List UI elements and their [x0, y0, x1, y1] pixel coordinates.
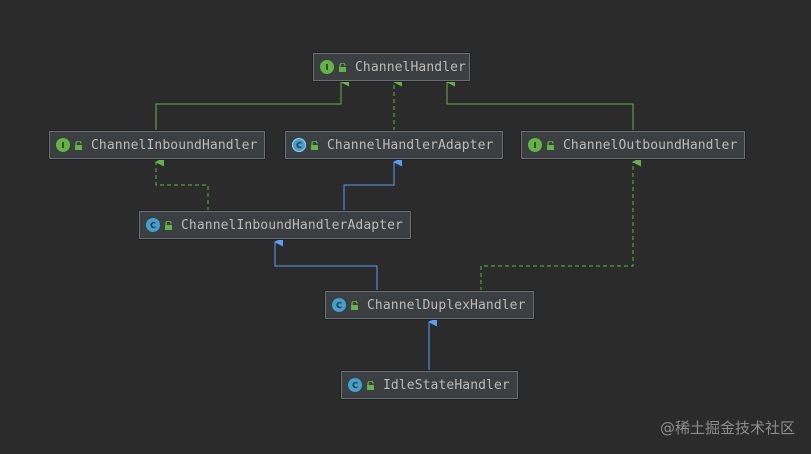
- node-label: ChannelOutboundHandler: [563, 137, 738, 153]
- watermark: @稀土掘金技术社区: [659, 419, 795, 437]
- abstract-class-icon: C: [292, 138, 306, 152]
- node-channel-inbound-handler[interactable]: I ChannelInboundHandler: [49, 131, 265, 159]
- lock-icon: [367, 380, 374, 390]
- lock-icon: [351, 300, 358, 310]
- lock-icon: [339, 62, 346, 72]
- node-label: ChannelInboundHandler: [91, 137, 258, 153]
- lock-icon: [75, 140, 82, 150]
- interface-icon: I: [528, 138, 542, 152]
- edge-duplex-to-outbound: [480, 157, 642, 291]
- class-icon: C: [146, 218, 160, 232]
- node-channel-handler-adapter[interactable]: C ChannelHandlerAdapter: [285, 131, 503, 159]
- edge-inbound-adapter-to-inbound: [155, 157, 209, 211]
- edge-duplex-to-inbound-adapter: [274, 237, 378, 291]
- lock-icon: [165, 220, 172, 230]
- edge-outbound-to-handler: [446, 77, 634, 131]
- interface-icon: I: [56, 138, 70, 152]
- class-icon: C: [348, 378, 362, 392]
- node-label: ChannelInboundHandlerAdapter: [181, 217, 403, 233]
- node-channel-inbound-handler-adapter[interactable]: C ChannelInboundHandlerAdapter: [139, 211, 411, 239]
- node-idle-state-handler[interactable]: C IdleStateHandler: [341, 371, 518, 399]
- lock-icon: [547, 140, 554, 150]
- node-label: ChannelDuplexHandler: [367, 297, 526, 313]
- node-channel-handler[interactable]: I ChannelHandler: [313, 53, 470, 81]
- edge-inbound-adapter-to-adapter: [343, 157, 403, 211]
- node-channel-outbound-handler[interactable]: I ChannelOutboundHandler: [521, 131, 745, 159]
- lock-icon: [311, 140, 318, 150]
- class-icon: C: [332, 298, 346, 312]
- interface-icon: I: [320, 60, 334, 74]
- node-label: IdleStateHandler: [383, 377, 510, 393]
- node-label: ChannelHandler: [355, 59, 466, 75]
- node-channel-duplex-handler[interactable]: C ChannelDuplexHandler: [325, 291, 534, 319]
- edge-inbound-to-handler: [155, 77, 350, 131]
- node-label: ChannelHandlerAdapter: [327, 137, 494, 153]
